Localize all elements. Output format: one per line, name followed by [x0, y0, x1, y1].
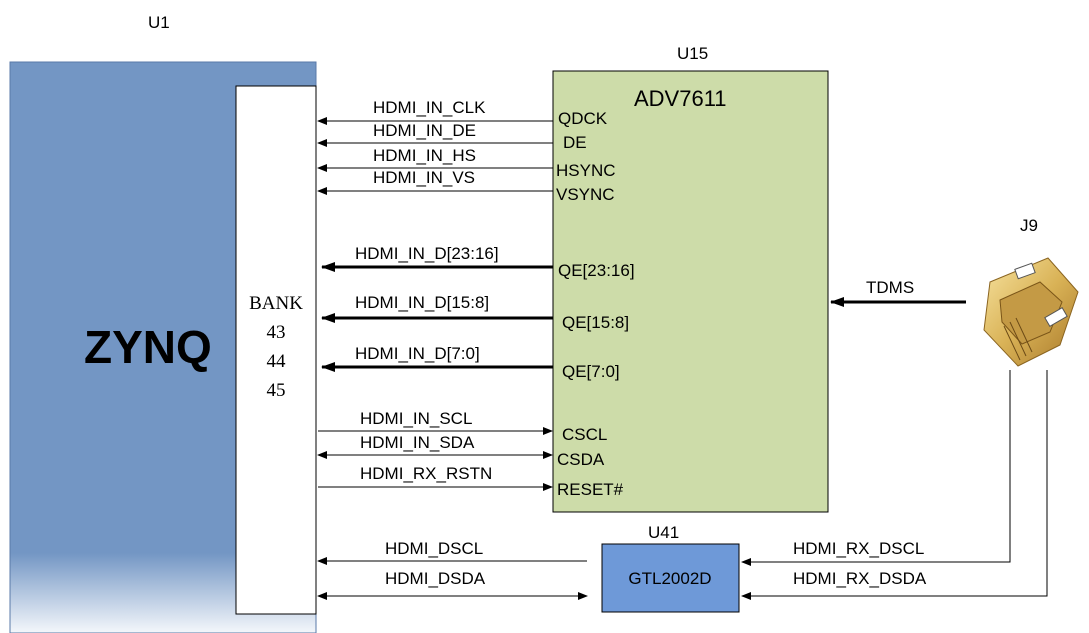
- sig-hdmi-in-scl: HDMI_IN_SCL: [360, 409, 472, 428]
- sig-hdmi-in-hs: HDMI_IN_HS: [373, 146, 476, 165]
- gtl2002d-chip: [601, 543, 740, 613]
- zynq-ref-label: U1: [148, 13, 170, 32]
- sig-tdms: TDMS: [866, 278, 914, 297]
- pin-csda: CSDA: [557, 450, 605, 469]
- pin-qdck: QDCK: [558, 109, 608, 128]
- connector-ref-label: J9: [1020, 216, 1038, 235]
- gtl-ref-label: U41: [648, 523, 679, 542]
- sig-hdmi-in-vs: HDMI_IN_VS: [373, 168, 475, 187]
- pin-qe-7-0: QE[7:0]: [562, 362, 620, 381]
- sig-hdmi-rx-rstn: HDMI_RX_RSTN: [360, 464, 492, 483]
- wire-hdmi-rx-dsda: [741, 370, 1048, 600]
- adv-name: ADV7611: [634, 86, 727, 111]
- sig-hdmi-in-sda: HDMI_IN_SDA: [360, 433, 475, 452]
- pin-qe-23-16: QE[23:16]: [558, 261, 635, 280]
- pin-qe-15-8: QE[15:8]: [562, 313, 629, 332]
- bank-44: 44: [267, 351, 287, 372]
- pin-hsync: HSYNC: [556, 161, 616, 180]
- sig-hdmi-dsda: HDMI_DSDA: [385, 569, 486, 588]
- adv-ref-label: U15: [677, 44, 708, 63]
- sig-hdmi-in-d-15-8: HDMI_IN_D[15:8]: [355, 293, 489, 312]
- sig-hdmi-in-d-7-0: HDMI_IN_D[7:0]: [355, 344, 480, 363]
- bank-label: BANK: [249, 293, 303, 314]
- adv7611-chip: [552, 70, 829, 513]
- bank-45: 45: [267, 380, 286, 401]
- sig-hdmi-rx-dscl: HDMI_RX_DSCL: [793, 539, 924, 558]
- gtl-name: GTL2002D: [628, 569, 711, 588]
- sig-hdmi-rx-dsda: HDMI_RX_DSDA: [793, 569, 927, 588]
- zynq-name: ZYNQ: [84, 321, 212, 373]
- pin-de: DE: [563, 133, 587, 152]
- hdmi-connector-icon: [983, 257, 1079, 367]
- sig-hdmi-dscl: HDMI_DSCL: [385, 539, 483, 558]
- sig-hdmi-in-de: HDMI_IN_DE: [373, 121, 476, 140]
- pin-cscl: CSCL: [562, 425, 607, 444]
- pin-reset: RESET#: [557, 480, 624, 499]
- sig-hdmi-in-clk: HDMI_IN_CLK: [373, 98, 486, 117]
- zynq-bank-box: [235, 85, 317, 615]
- bank-43: 43: [267, 322, 286, 343]
- sig-hdmi-in-d-23-16: HDMI_IN_D[23:16]: [355, 244, 499, 263]
- wire-hdmi-rx-dscl: [741, 370, 1011, 566]
- pin-vsync: VSYNC: [556, 185, 615, 204]
